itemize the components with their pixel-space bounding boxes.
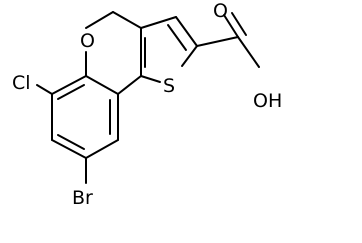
bond: [167, 24, 187, 51]
bond: [85, 139, 119, 159]
bond: [36, 84, 53, 95]
bond: [85, 75, 119, 95]
bond: [112, 11, 142, 29]
bromine-label: Br: [72, 187, 93, 209]
bond: [117, 75, 142, 95]
chlorine-label: Cl: [12, 72, 31, 94]
atom-label-layer: O Cl S Br O OH: [12, 0, 282, 209]
bond: [57, 84, 85, 100]
bond: [51, 75, 87, 95]
bond: [231, 12, 247, 36]
bond: [181, 45, 198, 67]
carbonyl-oxygen-label: O: [213, 0, 228, 22]
sulfur-label: S: [163, 75, 175, 97]
bond: [140, 75, 161, 83]
bond: [175, 16, 198, 47]
bond-layer: [36, 11, 260, 184]
hydroxyl-label: OH: [253, 90, 282, 112]
bond: [196, 36, 239, 47]
oxygen-ring-label: O: [80, 30, 95, 52]
bond: [57, 134, 85, 150]
bond: [223, 14, 239, 38]
bond: [85, 11, 114, 29]
bond: [237, 36, 260, 68]
bond: [51, 139, 87, 159]
bond: [140, 16, 177, 29]
